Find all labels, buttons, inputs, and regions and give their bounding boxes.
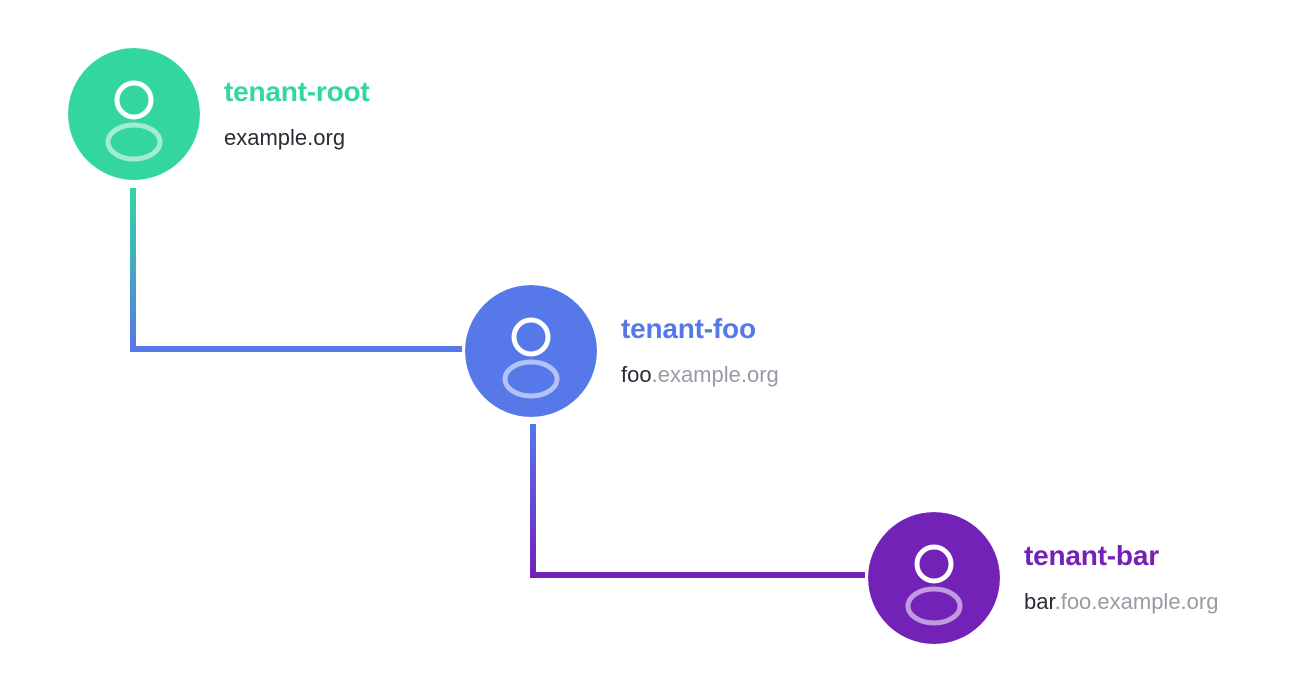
node-title-tenant-foo: tenant-foo (621, 313, 756, 345)
node-subtitle-leaf-tenant-foo: foo (621, 362, 652, 388)
avatar-background-circle (68, 48, 200, 180)
node-text-tenant-root: tenant-root example.org (224, 76, 370, 151)
avatar-tenant-foo[interactable] (465, 285, 597, 417)
node-subtitle-tenant-foo: foo.example.org (621, 362, 779, 387)
node-text-tenant-foo: tenant-foo foo.example.org (621, 313, 779, 388)
person-icon (502, 317, 560, 399)
avatar-background-circle (465, 285, 597, 417)
node-subtitle-tenant-root: example.org (224, 125, 370, 150)
person-icon (905, 544, 963, 626)
person-body-icon (905, 586, 963, 626)
connector-root-to-foo (130, 188, 462, 352)
node-subtitle-tenant-bar: bar.foo.example.org (1024, 589, 1218, 614)
node-title-tenant-root: tenant-root (224, 76, 370, 108)
person-head-icon (511, 317, 551, 357)
node-subtitle-suffix-tenant-foo: .example.org (651, 362, 779, 388)
node-title-tenant-bar: tenant-bar (1024, 540, 1159, 572)
node-tenant-root[interactable]: tenant-root example.org (68, 48, 370, 180)
node-text-tenant-bar: tenant-bar bar.foo.example.org (1024, 540, 1218, 615)
avatar-tenant-root[interactable] (68, 48, 200, 180)
avatar-background-circle (868, 512, 1000, 644)
node-subtitle-leaf-tenant-bar: bar (1024, 589, 1055, 615)
node-tenant-bar[interactable]: tenant-bar bar.foo.example.org (868, 512, 1218, 644)
person-body-icon (502, 359, 560, 399)
avatar-tenant-bar[interactable] (868, 512, 1000, 644)
node-subtitle-suffix-tenant-bar: .foo.example.org (1054, 589, 1219, 615)
person-icon (105, 80, 163, 162)
connector-foo-to-bar (530, 424, 865, 578)
person-head-icon (114, 80, 154, 120)
person-body-icon (105, 122, 163, 162)
node-tenant-foo[interactable]: tenant-foo foo.example.org (465, 285, 779, 417)
node-subtitle-leaf-tenant-root: example.org (224, 125, 346, 151)
person-head-icon (914, 544, 954, 584)
